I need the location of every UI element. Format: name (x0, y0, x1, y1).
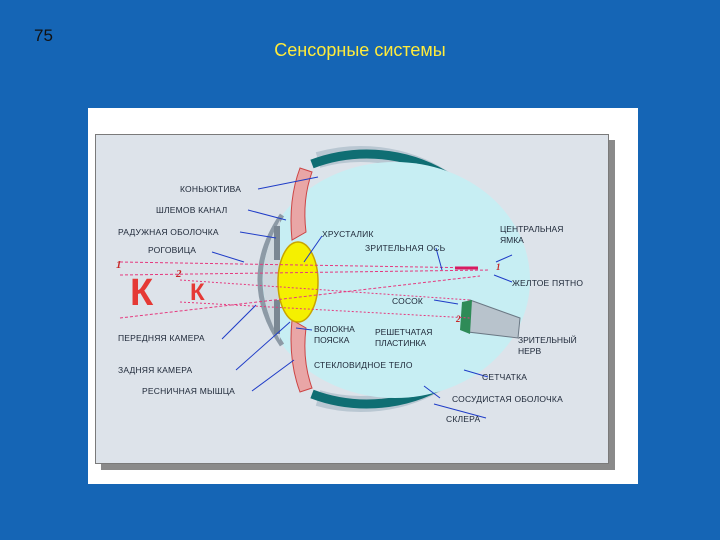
ray-lower (119, 275, 481, 319)
label-yellow-spot: ЖЕЛТОЕ ПЯТНО (512, 278, 584, 288)
label-conjunctiva: КОНЬЮКТИВА (180, 184, 242, 194)
marker-point-1: 1 (116, 259, 122, 271)
ciliary-body-upper (290, 167, 313, 241)
label-retina: СЕТЧАТКА (482, 372, 528, 382)
slide-title: Сенсорные системы (274, 40, 446, 60)
retina-mark-2: 2 (456, 314, 461, 324)
vitreous-body-shape (260, 162, 530, 398)
label-ciliary-muscle: РЕСНИЧНАЯ МЫШЦА (142, 386, 236, 396)
visual-axis-ray (119, 269, 491, 276)
label-cribriform-plate: РЕШЕТЧАТАЯ ПЛАСТИНКА (375, 327, 433, 348)
label-anterior-chamber: ПЕРЕДНЯЯ КАМЕРА (118, 333, 205, 343)
marker-point-2: 2 (176, 268, 182, 280)
retina-mark-1: 1 (496, 262, 501, 272)
label-sclera: СКЛЕРА (446, 414, 481, 424)
ray-upper (119, 261, 481, 269)
label-optic-nipple: СОСОК (392, 296, 424, 306)
object-large-k: К (130, 272, 154, 314)
iris-lower (274, 300, 280, 334)
label-lens: ХРУСТАЛИК (322, 229, 374, 239)
label-visual-axis: ЗРИТЕЛЬНАЯ ОСЬ (365, 243, 446, 253)
label-posterior-chamber: ЗАДНЯЯ КАМЕРА (118, 365, 193, 375)
label-vitreous-body: СТЕКЛОВИДНОЕ ТЕЛО (314, 360, 413, 370)
page-number: 75 (34, 26, 53, 45)
cornea-shape (257, 213, 285, 347)
optic-disc-shape (460, 300, 472, 334)
object-small-k: К (190, 279, 205, 306)
label-central-fovea: ЦЕНТРАЛЬНАЯ ЯМКА (500, 224, 564, 245)
ray-small-lower (179, 301, 471, 319)
lens-shape (277, 241, 319, 323)
iris-upper (274, 226, 280, 260)
label-zonule-fibers: ВОЛОКНА ПОЯСКА (314, 324, 355, 345)
label-schlemm-canal: ШЛЕМОВ КАНАЛ (156, 205, 228, 215)
pointer-arrows (211, 176, 513, 419)
label-cornea: РОГОВИЦА (148, 245, 197, 255)
label-iris: РАДУЖНАЯ ОБОЛОЧКА (118, 227, 219, 237)
ray-small-upper (179, 279, 471, 301)
label-choroid: СОСУДИСТАЯ ОБОЛОЧКА (452, 394, 563, 404)
ciliary-body-lower (290, 319, 313, 393)
label-optic-nerve: ЗРИТЕЛЬНЫЙ НЕРВ (518, 335, 577, 356)
